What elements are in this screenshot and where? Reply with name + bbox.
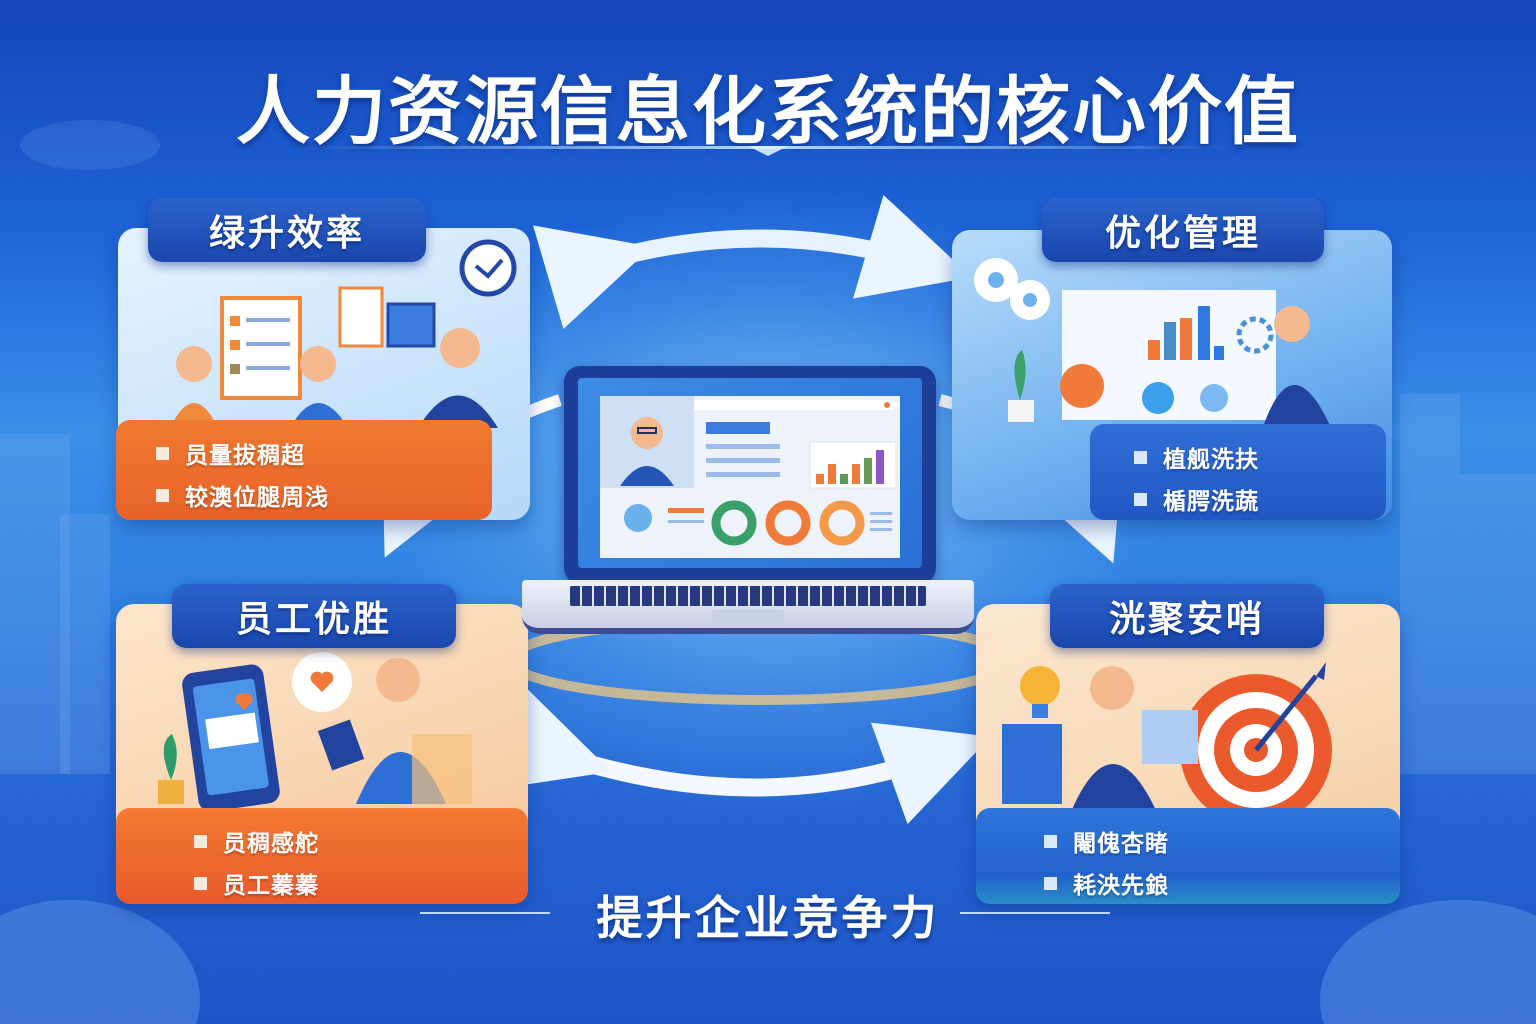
label-employee: 员工优胜 [172, 584, 456, 648]
heart-icon [235, 693, 253, 710]
bullet-item: 植舰洗扶 [1134, 436, 1386, 478]
bullet-square-icon [194, 876, 207, 890]
bullets-efficiency: 员量拔稠超 较澳位腿周浅 [116, 420, 492, 520]
bullet-item: 耗泱先鋃 [1044, 862, 1400, 904]
trackpad [712, 610, 784, 622]
person-man [418, 328, 498, 428]
chat-bubble-icon [292, 652, 352, 712]
bullet-item: 员工蓁蓁 [194, 862, 528, 904]
bullet-square-icon [156, 446, 169, 460]
skyline-building [0, 434, 70, 774]
label-efficiency: 绿升效率 [148, 198, 426, 262]
bullet-item: 员量拔稠超 [156, 432, 492, 474]
keyboard [570, 586, 926, 606]
bullet-item: 楯腭洗蔬 [1134, 478, 1386, 520]
bullet-square-icon [194, 834, 207, 848]
donut-chart-icon [711, 500, 757, 546]
document-icon [1142, 710, 1198, 764]
bullet-square-icon [156, 488, 169, 502]
slogan-divider-right [960, 912, 1110, 914]
pie-chart-icon [1060, 364, 1104, 408]
donut-chart-icon [624, 504, 652, 532]
checklist-icon [220, 296, 302, 400]
skyline-building [60, 514, 110, 774]
tablet-icon [317, 719, 365, 771]
bar-chart-icon [1148, 306, 1224, 360]
donut-chart-icon [765, 500, 811, 546]
bullets-employee: 员稠感舵 员工蓁蓁 [116, 808, 528, 904]
person-presenter [1262, 306, 1332, 430]
bullet-item: 员稠感舵 [194, 820, 528, 862]
bar-chart-icon [809, 441, 897, 489]
clock-icon [459, 239, 517, 297]
bullet-square-icon [1044, 834, 1057, 848]
plant-icon [1008, 350, 1034, 422]
avatar-icon [620, 417, 674, 486]
slogan: 提升企业竞争力 [596, 891, 940, 945]
bullet-item: 閹傀杏睹 [1044, 820, 1400, 862]
cloud [20, 120, 160, 170]
bullet-square-icon [1134, 450, 1147, 464]
arrow-icon [1254, 662, 1326, 752]
bullets-decision: 閹傀杏睹 耗泱先鋃 [976, 808, 1400, 904]
bullet-square-icon [1134, 492, 1147, 506]
clipboard-icon [338, 286, 384, 348]
skyline-building [1460, 474, 1536, 774]
skyline-building [1400, 394, 1460, 774]
gear-icon [974, 258, 1050, 320]
phone-icon [182, 664, 280, 812]
slogan-divider-left [420, 912, 550, 914]
bullets-management: 植舰洗扶 楯腭洗蔬 [1090, 424, 1386, 520]
gear-icon [1200, 384, 1228, 412]
monitor-icon [386, 302, 436, 348]
loading-ring-icon [1236, 316, 1274, 354]
laptop-keyboard-base [522, 580, 974, 634]
laptop-icon [564, 366, 936, 584]
chevron-down-icon [748, 146, 788, 156]
lightbulb-icon [1020, 666, 1060, 718]
bullet-square-icon [1044, 876, 1057, 890]
person-woman-1 [170, 346, 218, 428]
page-title: 人力资源信息化系统的核心价值 [236, 69, 1300, 155]
hr-dashboard-screen [578, 378, 922, 568]
target-icon [1180, 674, 1332, 826]
donut-chart-icon [819, 500, 865, 546]
label-management: 优化管理 [1042, 198, 1324, 262]
building-icon [412, 734, 472, 804]
bullet-item: 较澳位腿周浅 [156, 474, 492, 516]
user-icon [1142, 382, 1174, 414]
label-decision: 洸聚安哨 [1050, 584, 1324, 648]
box-icon [1002, 724, 1062, 804]
plant-icon [158, 734, 184, 804]
